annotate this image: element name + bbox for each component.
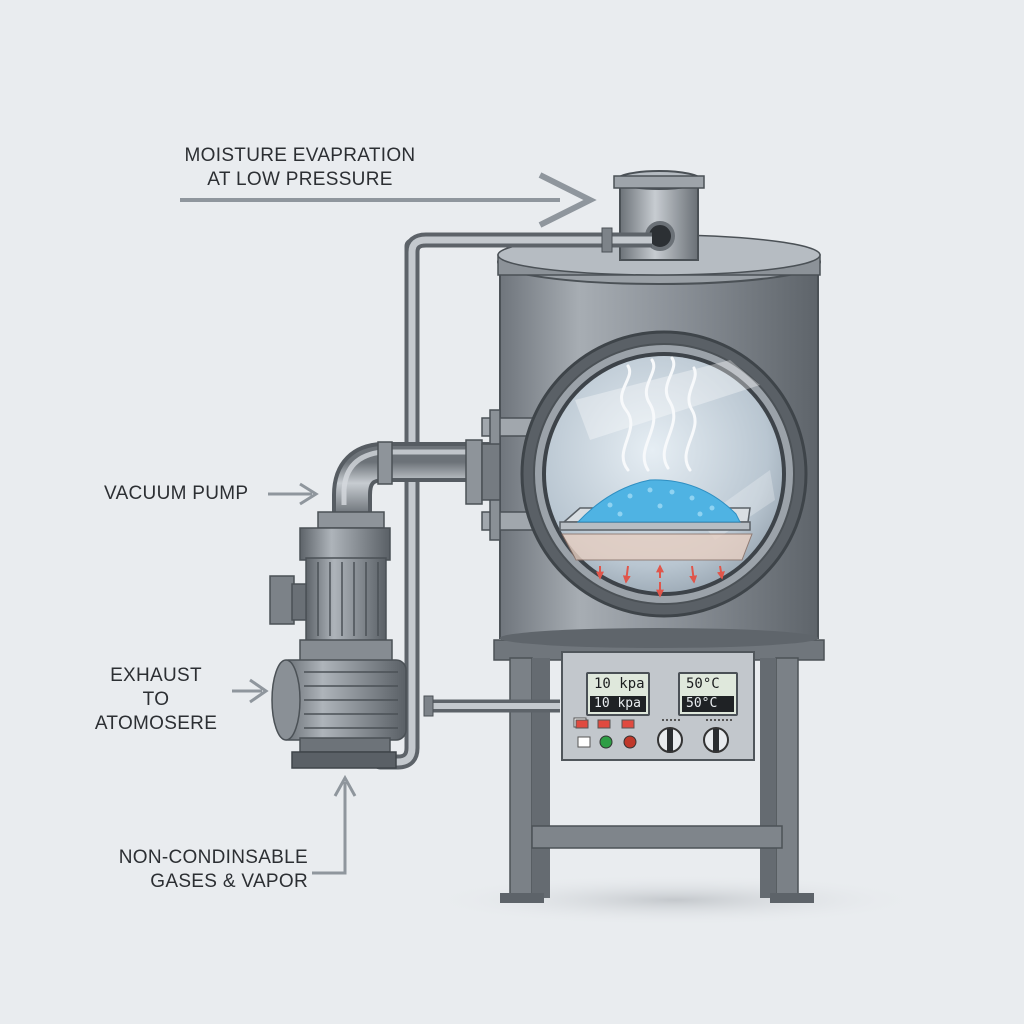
gases-label-line2: GASES & VAPOR <box>150 871 308 892</box>
exhaust-arrow <box>232 678 269 704</box>
green-indicator <box>599 735 613 749</box>
knob-temperature <box>703 727 729 753</box>
pressure-display-top: 10 kpa <box>594 676 645 692</box>
temperature-display-bottom: 50°C <box>682 696 734 712</box>
gases-label-line1: NON-CONDINSABLE <box>118 847 308 868</box>
moisture-arrow <box>180 172 597 228</box>
gases-arrow <box>312 774 357 875</box>
exhaust-label: EXHAUST TO ATOMOSERE <box>86 664 226 736</box>
moisture-label: MOISTURE EVAPRATION AT LOW PRESSURE <box>176 144 424 192</box>
knob-pressure <box>657 727 683 753</box>
exhaust-label-line1: EXHAUST <box>110 665 202 686</box>
gases-label: NON-CONDINSABLE GASES & VAPOR <box>96 846 308 894</box>
viewing-window <box>520 330 808 618</box>
granules <box>576 479 741 523</box>
vacuum-pump <box>269 511 407 769</box>
vacuum-pump-label: VACUUM PUMP <box>104 483 249 504</box>
pressure-display: 10 kpa 10 kpa <box>586 672 650 716</box>
suction-pipe <box>332 439 501 515</box>
vacuum-line <box>372 227 652 770</box>
red-indicator <box>623 735 637 749</box>
exhaust-label-line3: ATOMOSERE <box>94 713 218 734</box>
heat-arrows <box>596 564 725 598</box>
exhaust-label-line2: TO <box>142 689 170 710</box>
moisture-label-line1: MOISTURE EVAPRATION <box>184 145 416 166</box>
temperature-display-top: 50°C <box>686 676 720 692</box>
temperature-display: 50°C 50°C <box>678 672 738 716</box>
steam-wisps <box>620 356 697 472</box>
vacuum-pump-arrow <box>268 482 319 506</box>
moisture-label-line2: AT LOW PRESSURE <box>207 169 393 190</box>
pressure-display-bottom: 10 kpa <box>590 696 646 712</box>
